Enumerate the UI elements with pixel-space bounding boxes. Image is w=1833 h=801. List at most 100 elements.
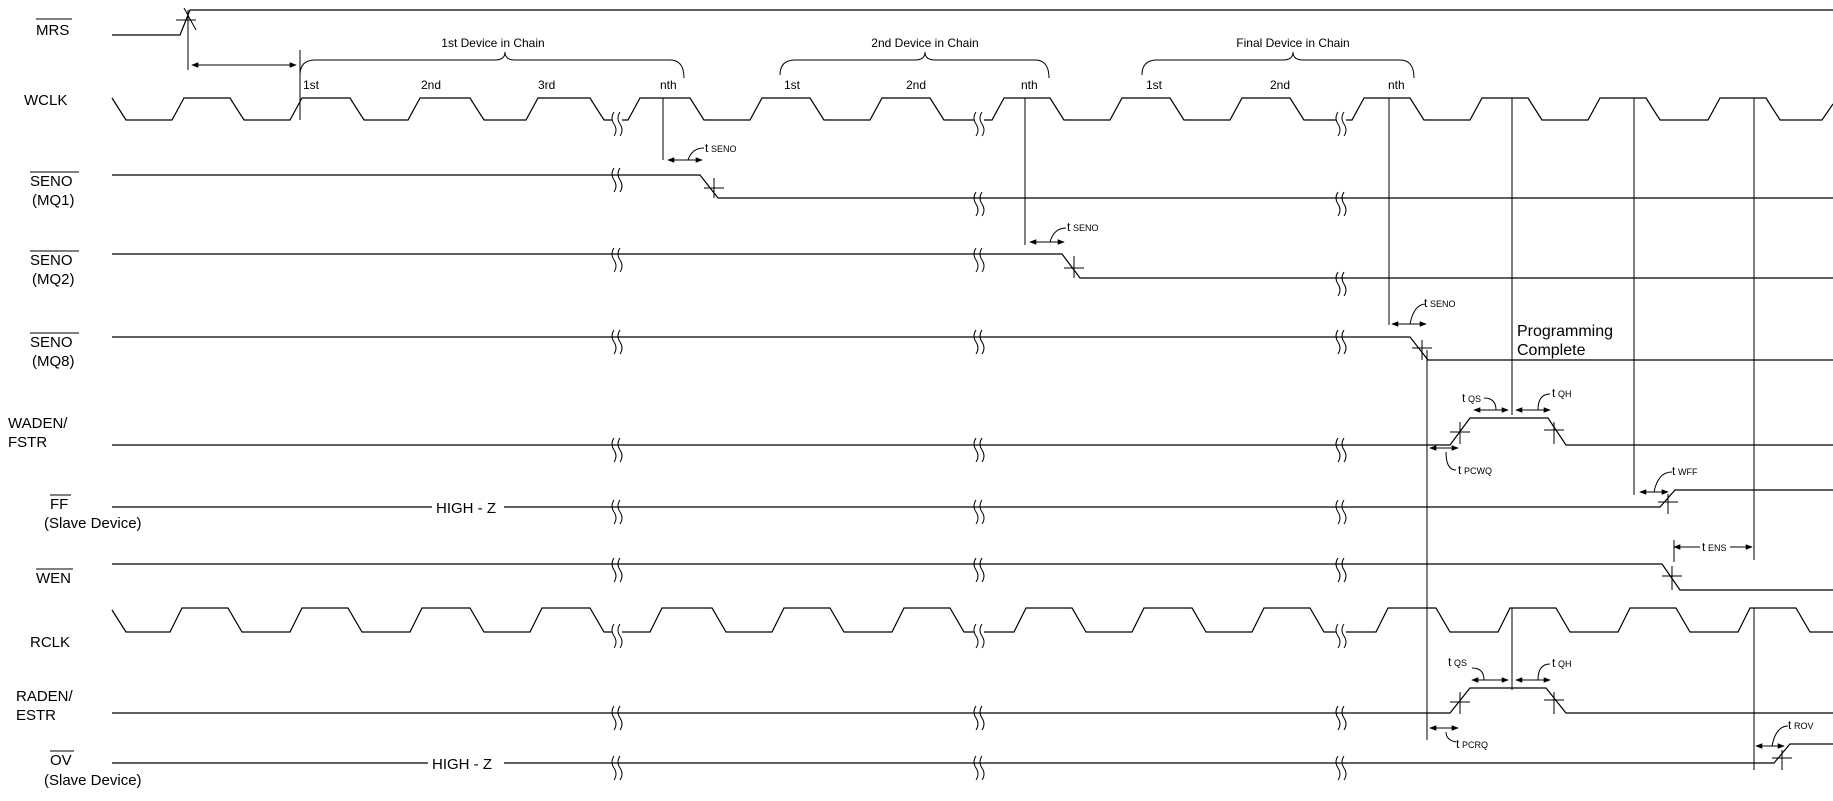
wclk-g1-c2: 2nd: [421, 78, 441, 92]
group-final-label: Final Device in Chain: [1236, 36, 1349, 50]
ff-highz-label: HIGH - Z: [436, 500, 496, 517]
raden-label: RADEN/: [16, 688, 74, 705]
seno1-t: t: [705, 141, 709, 155]
seno1-trace: [112, 174, 1833, 199]
raden-waveform: t QS t QH t PCRQ: [112, 655, 1833, 751]
wclk-g3-c1: 1st: [1146, 78, 1163, 92]
wen-tens-t: t: [1702, 540, 1706, 554]
seno2-tseno: SENO: [1073, 223, 1099, 233]
break-seno2-b: [973, 247, 985, 273]
break-seno8-a: [611, 329, 623, 355]
break-raden-c: [1335, 705, 1347, 731]
ff-label: FF: [50, 496, 68, 513]
ov-trov: ROV: [1794, 721, 1814, 731]
break-waden-a: [611, 437, 623, 463]
break-wclk-1: [611, 111, 623, 137]
mrs-edge-tick: [183, 7, 197, 31]
wclk-g3-cn: nth: [1388, 78, 1405, 92]
raden-trace: [112, 687, 1833, 714]
wclk-seg2: [622, 97, 974, 121]
waden-label: WADEN/: [8, 415, 68, 432]
ov-trace: [504, 743, 1833, 764]
brace-second: [779, 51, 1050, 79]
break-seno2-c: [1335, 271, 1347, 297]
break-waden-c: [1335, 437, 1347, 463]
seno2-trace: [112, 253, 1833, 279]
ov-trov-leader: [1771, 725, 1789, 747]
wclk-seg3: [984, 97, 1336, 121]
seno8-sub-label: (MQ8): [32, 353, 75, 370]
break-wen-b: [973, 557, 985, 583]
rclk-waveform: [111, 607, 1833, 770]
break-seno1-c: [1335, 191, 1347, 217]
mrs-waveform: [112, 7, 1833, 120]
signal-labels: MRS WCLK SENO (MQ1) SENO (MQ2) SENO (MQ8…: [8, 18, 142, 789]
seno1-label: SENO: [30, 173, 73, 190]
raden-tqh-leader: [1537, 663, 1551, 681]
wclk-g1-c1: 1st: [303, 78, 320, 92]
raden-tpcrq-t: t: [1456, 737, 1460, 751]
ff-twff-t: t: [1672, 464, 1676, 478]
group-first-label: 1st Device in Chain: [441, 36, 544, 50]
wen-waveform: t ENS: [112, 540, 1833, 591]
seno8-t: t: [1424, 296, 1428, 310]
waden-tqs: QS: [1468, 394, 1481, 404]
raden-tqh-t: t: [1552, 656, 1556, 670]
ff-sub-label: (Slave Device): [44, 515, 142, 532]
wclk-seg4: [1346, 97, 1833, 121]
ov-label: OV: [50, 752, 72, 769]
ff-twff: WFF: [1678, 467, 1698, 477]
programming-complete-2: Complete: [1517, 342, 1586, 359]
break-wen-c: [1335, 557, 1347, 583]
programming-complete-1: Programming: [1517, 323, 1613, 340]
wclk-g1-c3: 3rd: [538, 78, 555, 92]
wclk-label: WCLK: [24, 92, 67, 109]
break-seno1-a: [611, 167, 623, 193]
break-rclk-b: [973, 623, 985, 649]
break-ov-b: [973, 755, 985, 781]
wclk-g2-c1: 1st: [784, 78, 801, 92]
raden-tpcrq: PCRQ: [1462, 740, 1488, 750]
break-ff-b: [973, 499, 985, 525]
waden-trace: [112, 417, 1833, 446]
mrs-trace: [112, 9, 1833, 36]
wclk-g2-cn: nth: [1021, 78, 1038, 92]
ff-waveform: HIGH - Z t WFF: [112, 464, 1833, 525]
seno8-tseno-leader: [1409, 303, 1427, 325]
brace-first: [299, 51, 685, 79]
rclk-seg2: [622, 607, 974, 633]
break-wclk-3: [1335, 111, 1347, 137]
wclk-g2-c2: 2nd: [906, 78, 926, 92]
brace-final: [1141, 51, 1415, 79]
break-wclk-2: [973, 111, 985, 137]
reference-lines: [662, 98, 1755, 740]
ff-twff-leader: [1653, 471, 1673, 493]
group-braces: 1st Device in Chain 2nd Device in Chain …: [299, 36, 1415, 79]
rclk-seg1: [111, 607, 612, 633]
rclk-label: RCLK: [30, 634, 70, 651]
break-seno8-b: [973, 329, 985, 355]
seno1-waveform: t SENO: [112, 141, 1833, 217]
break-rclk-a: [611, 623, 623, 649]
seno2-label: SENO: [30, 252, 73, 269]
waden-tqh-t: t: [1552, 386, 1556, 400]
raden-tqs: QS: [1454, 658, 1467, 668]
wen-tens: ENS: [1708, 543, 1727, 553]
seno1-tseno-leader: [687, 147, 705, 161]
seno2-tseno-leader: [1049, 227, 1067, 243]
waden-tqh: QH: [1558, 389, 1572, 399]
seno1-tseno: SENO: [711, 144, 737, 154]
seno1-sub-label: (MQ1): [32, 192, 75, 209]
wclk-waveform: 1st 2nd 3rd nth 1st 2nd nth 1st 2nd nth: [111, 78, 1833, 121]
mrs-label: MRS: [36, 22, 69, 39]
raden-tqs-leader: [1471, 667, 1485, 681]
break-ov-a: [611, 755, 623, 781]
waden-tpcwq-leader: [1445, 451, 1457, 471]
raden-tqs-t: t: [1448, 655, 1452, 669]
seno8-tseno: SENO: [1430, 299, 1456, 309]
seno2-t: t: [1067, 220, 1071, 234]
raden-sub-label: ESTR: [16, 707, 56, 724]
ov-highz-label: HIGH - Z: [432, 756, 492, 773]
waden-tqs-t: t: [1462, 391, 1466, 405]
